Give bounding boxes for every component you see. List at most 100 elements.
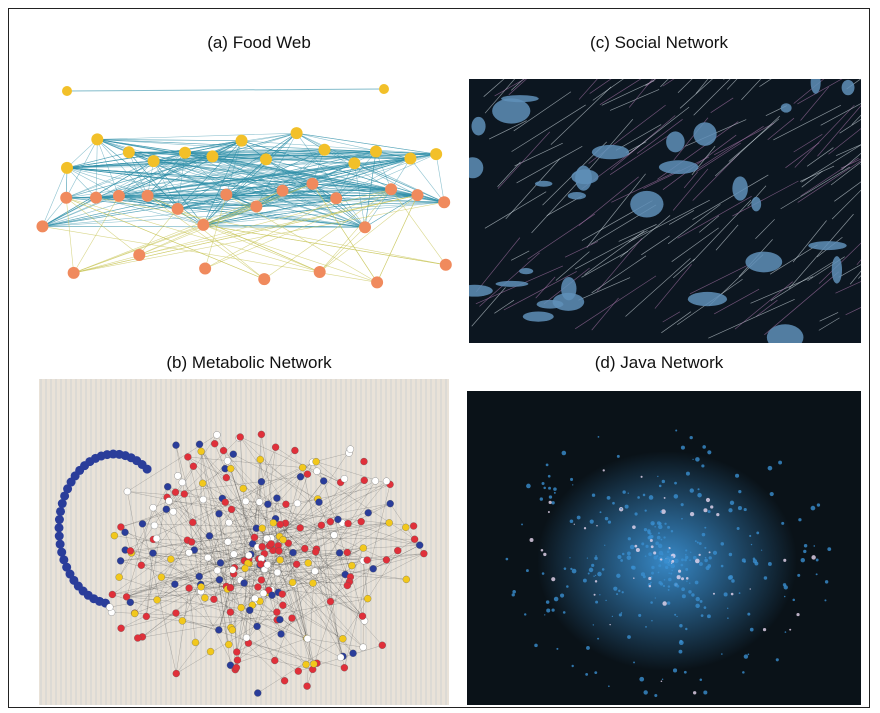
- metabolic-node: [187, 538, 196, 546]
- java-node: [747, 612, 751, 616]
- java-node: [674, 481, 677, 485]
- metabolic-node: [310, 660, 318, 668]
- social-node: [630, 190, 664, 218]
- food-web-node: [112, 189, 125, 202]
- java-node: [678, 640, 684, 646]
- social-node: [810, 79, 821, 94]
- java-node: [663, 496, 666, 499]
- java-node: [570, 567, 573, 571]
- java-node: [662, 601, 667, 606]
- java-node: [728, 552, 733, 557]
- java-node: [576, 515, 581, 520]
- java-node: [760, 549, 763, 551]
- metabolic-node: [242, 634, 251, 642]
- java-node: [586, 557, 589, 559]
- metabolic-node: [277, 630, 285, 638]
- java-node: [620, 507, 622, 510]
- java-node: [631, 565, 636, 570]
- java-node: [601, 568, 605, 571]
- metabolic-node: [334, 515, 342, 524]
- java-node: [729, 500, 735, 506]
- metabolic-node: [126, 598, 134, 606]
- metabolic-node: [311, 567, 319, 575]
- metabolic-node: [178, 617, 187, 625]
- metabolic-node: [239, 484, 247, 493]
- java-node: [671, 562, 673, 564]
- java-node: [627, 537, 631, 541]
- java-network-graph: [467, 391, 861, 705]
- food-web-node: [197, 218, 210, 231]
- metabolic-node: [371, 477, 379, 485]
- java-node: [743, 507, 747, 512]
- java-node: [703, 508, 708, 513]
- java-node: [671, 569, 673, 572]
- metabolic-node: [242, 497, 250, 506]
- metabolic-background: [39, 379, 449, 705]
- java-node: [762, 627, 767, 632]
- java-node: [684, 558, 687, 562]
- metabolic-node: [245, 551, 253, 560]
- java-node: [813, 545, 816, 547]
- metabolic-node: [246, 606, 254, 614]
- java-node: [720, 564, 724, 568]
- metabolic-node: [178, 478, 186, 487]
- java-node: [743, 560, 746, 563]
- java-node: [583, 527, 587, 530]
- metabolic-node: [335, 549, 344, 557]
- java-node: [665, 566, 669, 570]
- metabolic-node: [369, 565, 377, 573]
- metabolic-node: [278, 590, 286, 598]
- metabolic-node: [240, 579, 248, 587]
- metabolic-node: [229, 450, 237, 458]
- java-node: [654, 597, 656, 599]
- java-node: [596, 524, 598, 527]
- java-node: [569, 557, 571, 559]
- java-node: [685, 577, 689, 580]
- java-node: [641, 542, 645, 546]
- java-node: [548, 500, 552, 504]
- java-node: [742, 671, 745, 674]
- metabolic-node: [149, 549, 157, 557]
- java-node: [754, 561, 759, 566]
- java-node: [676, 575, 681, 580]
- java-node: [670, 572, 673, 575]
- java-node: [540, 549, 544, 552]
- social-background: [469, 79, 861, 343]
- java-node: [738, 592, 741, 595]
- metabolic-node: [237, 604, 245, 612]
- social-node: [469, 284, 493, 297]
- metabolic-node: [269, 519, 277, 527]
- java-node: [620, 559, 624, 562]
- social-node: [841, 79, 855, 96]
- java-node: [669, 553, 672, 556]
- java-node: [645, 544, 649, 548]
- java-node: [674, 613, 677, 616]
- java-node: [660, 680, 663, 683]
- java-node: [827, 547, 832, 552]
- metabolic-node: [250, 533, 259, 542]
- java-node: [697, 492, 702, 498]
- java-node: [633, 577, 635, 579]
- java-node: [553, 487, 557, 491]
- java-node: [728, 508, 733, 513]
- metabolic-node: [385, 519, 393, 527]
- metabolic-node: [288, 578, 297, 587]
- metabolic-node: [225, 518, 233, 527]
- java-node: [637, 496, 640, 499]
- java-node: [649, 538, 653, 542]
- metabolic-node: [199, 479, 207, 487]
- metabolic-node: [309, 579, 317, 587]
- metabolic-node: [131, 609, 139, 618]
- java-node: [545, 463, 549, 467]
- java-node: [689, 582, 691, 584]
- metabolic-node: [280, 677, 289, 685]
- java-node: [659, 510, 662, 513]
- java-node: [800, 557, 806, 563]
- java-node: [585, 672, 589, 676]
- java-node: [783, 558, 787, 562]
- metabolic-node: [236, 433, 244, 441]
- java-node: [563, 567, 567, 570]
- java-node: [666, 601, 671, 605]
- metabolic-node: [233, 648, 241, 656]
- social-node: [561, 276, 577, 301]
